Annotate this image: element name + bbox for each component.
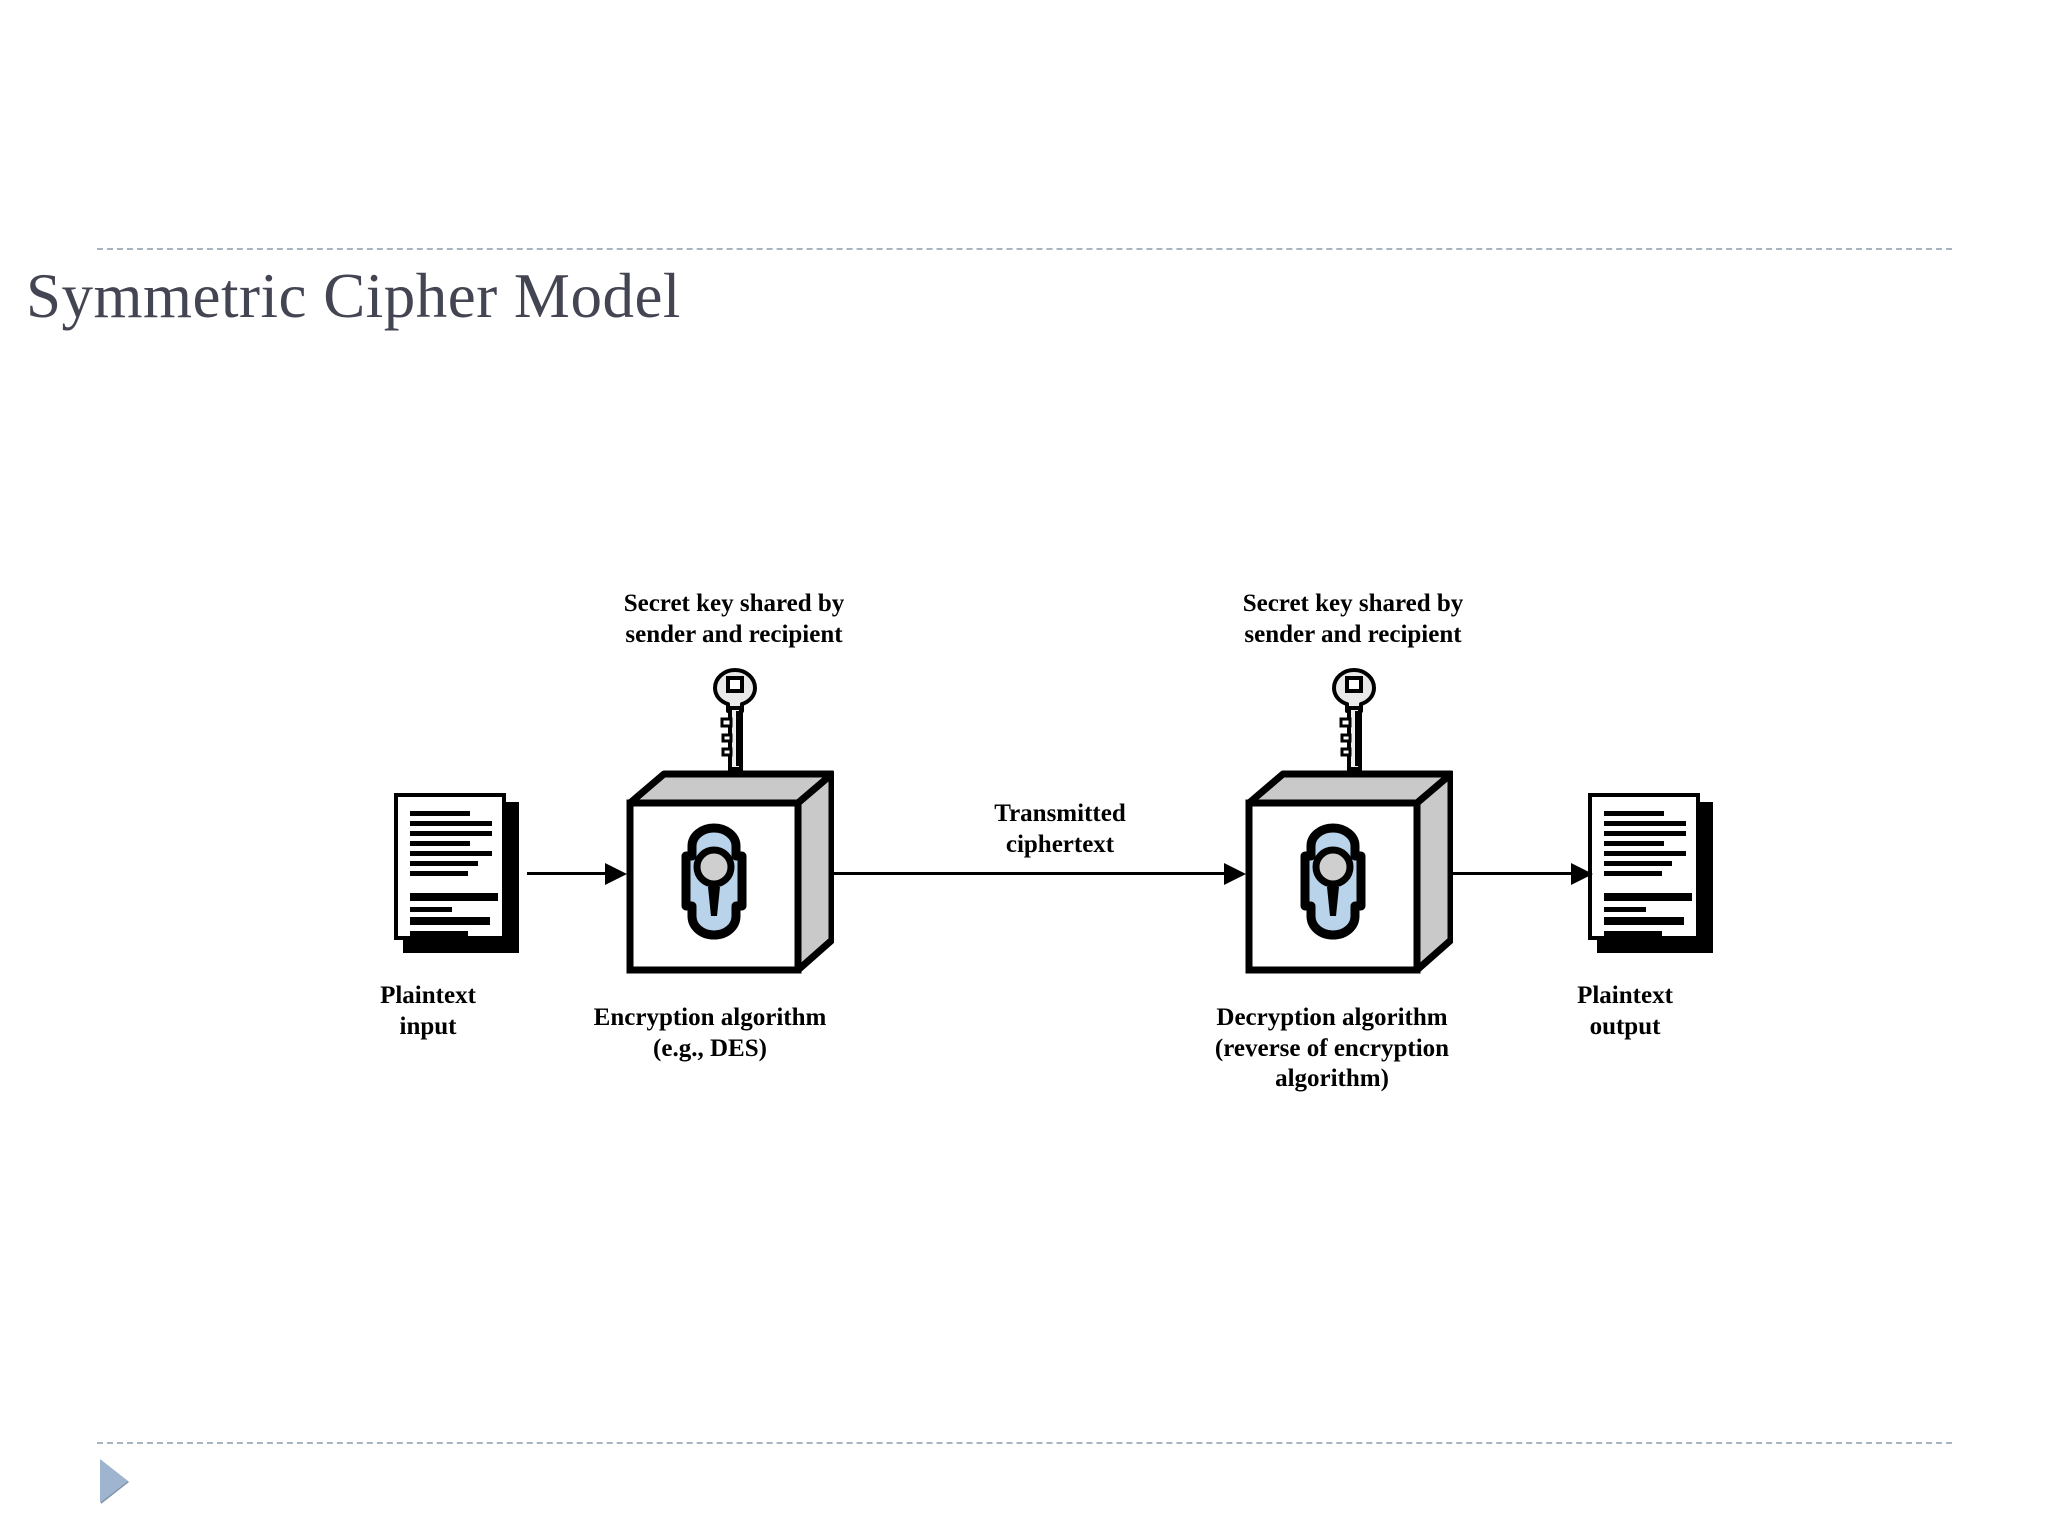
arrow-right-icon-plaintext-to-encryption (527, 861, 627, 885)
decryption-algorithm-label: Decryption algorithm (reverse of encrypt… (1214, 1004, 1450, 1092)
key-icon-encryption (708, 667, 762, 772)
document-page (1588, 793, 1700, 940)
secret-key-label-encryption: Secret key shared by sender and recipien… (623, 590, 845, 648)
document-icon-plaintext-output (1588, 793, 1713, 953)
slide-divider-bottom (97, 1442, 1952, 1444)
plaintext-output-label: Plaintext output (1577, 982, 1673, 1040)
cipher-box-icon (1245, 770, 1455, 974)
arrow-shaft (834, 872, 1226, 875)
arrow-shaft (527, 872, 607, 875)
arrow-right-icon-ciphertext-channel (834, 861, 1246, 885)
transmitted-ciphertext-label: Transmitted ciphertext (994, 800, 1126, 858)
secret-key-label-decryption: Secret key shared by sender and recipien… (1242, 590, 1464, 648)
plaintext-input-label: Plaintext input (380, 982, 476, 1040)
page-title: Symmetric Cipher Model (26, 261, 681, 331)
key-icon-decryption (1327, 667, 1381, 772)
arrow-shaft (1453, 872, 1573, 875)
cipher-box-icon (626, 770, 836, 974)
lock-cylinder-icon (1300, 823, 1366, 940)
encryption-algorithm-label: Encryption algorithm (e.g., DES) (593, 1004, 827, 1062)
lock-cylinder-icon (681, 823, 747, 940)
arrow-head (605, 863, 627, 885)
cipher-box-decryption (1243, 770, 1455, 975)
next-slide-arrow-icon[interactable] (100, 1459, 128, 1503)
key-icon (713, 668, 757, 771)
arrow-head (1571, 863, 1593, 885)
document-page (394, 793, 506, 940)
key-icon (1332, 668, 1376, 771)
slide-divider-top (97, 248, 1952, 250)
arrow-right-icon-decryption-to-plaintext (1453, 861, 1593, 885)
cipher-box-encryption (624, 770, 836, 975)
arrow-head (1224, 863, 1246, 885)
document-icon-plaintext-input (394, 793, 519, 953)
